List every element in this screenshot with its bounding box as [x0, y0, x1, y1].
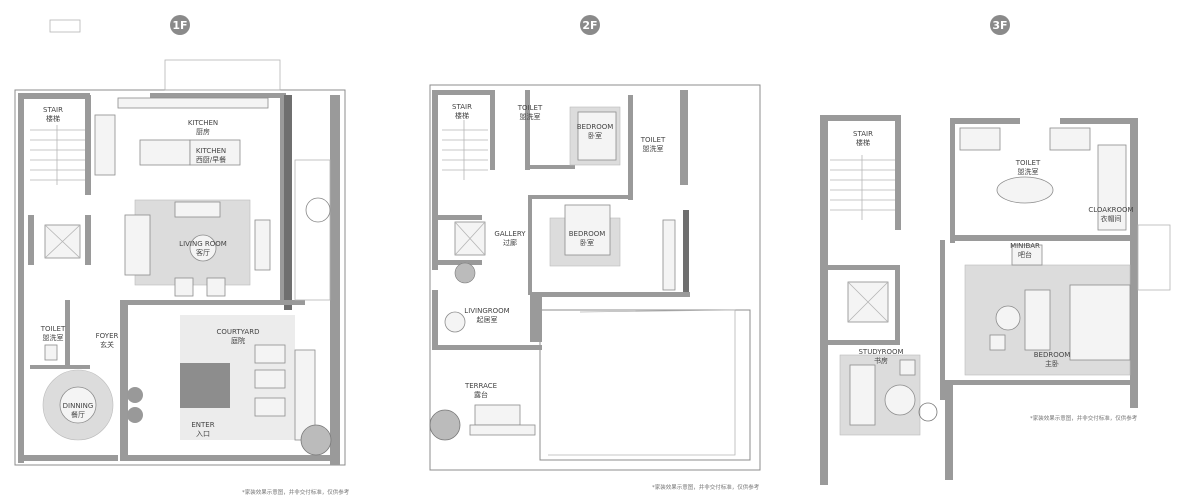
room-label: KITCHEN	[196, 147, 226, 155]
room-label: TOILET	[640, 136, 666, 144]
room-label-cn: 西厨/早餐	[196, 155, 226, 164]
room-label: STUDYROOM	[858, 348, 903, 356]
room-label: BEDROOM	[569, 230, 606, 238]
room-label-cn: 楼梯	[46, 114, 60, 123]
room-label: GALLERY	[494, 230, 526, 238]
room-label-cn: 主卧	[1045, 359, 1059, 368]
disclaimer-note: *家装效果示意图，并非交付标准，仅供参考	[242, 488, 350, 496]
floor-plan-3f: 3F	[820, 15, 1171, 485]
room-label: TOILET	[517, 104, 543, 112]
room-label: TERRACE	[464, 382, 497, 390]
disclaimer-note: *家装效果示意图，并非交付标准，仅供参考	[652, 483, 760, 491]
room-label-cn: 卧室	[588, 131, 602, 140]
disclaimer-note: *家装效果示意图，并非交付标准，仅供参考	[1030, 414, 1138, 422]
floor-plan-1f: 1F	[14, 15, 350, 496]
room-label-cn: 衣帽间	[1101, 214, 1122, 223]
svg-text:2F: 2F	[582, 19, 597, 32]
room-label: MINIBAR	[1010, 242, 1040, 250]
stair-steps	[830, 155, 895, 220]
svg-text:3F: 3F	[992, 19, 1007, 32]
room-label-cn: 书房	[874, 356, 888, 365]
floor-badge-2f: 2F	[580, 15, 600, 35]
svg-text:1F: 1F	[172, 19, 187, 32]
room-label-cn: 楼梯	[455, 111, 469, 120]
room-label-cn: 餐厅	[71, 410, 85, 419]
room-label-cn: 卧室	[580, 238, 594, 247]
room-label-cn: 露台	[474, 390, 488, 399]
room-label-cn: 入口	[196, 430, 210, 438]
room-label: TOILET	[1015, 159, 1041, 167]
room-label-cn: 盥洗室	[1018, 167, 1039, 176]
room-label-cn: 盥洗室	[643, 144, 664, 153]
room-label: BEDROOM	[577, 123, 614, 131]
room-label: CLOAKROOM	[1088, 206, 1133, 214]
room-label: STAIR	[43, 106, 63, 114]
room-label-cn: 玄关	[100, 340, 114, 349]
room-label-cn: 吧台	[1018, 250, 1032, 259]
stair-steps	[30, 125, 85, 185]
floor-badge-3f: 3F	[990, 15, 1010, 35]
room-label: COURTYARD	[217, 328, 260, 336]
room-label: LIVINGROOM	[464, 307, 509, 315]
floor-badge-1f: 1F	[170, 15, 190, 35]
room-label-cn: 厨房	[196, 127, 210, 136]
stair-steps	[442, 120, 488, 180]
floor-plan-2f: 2F ST	[429, 15, 761, 491]
room-label: STAIR	[452, 103, 472, 111]
room-label-cn: 过廊	[503, 238, 517, 247]
room-label: ENTER	[191, 421, 214, 429]
room-label-cn: 盥洗室	[43, 333, 64, 342]
room-label-cn: 起居室	[477, 315, 498, 324]
room-label: STAIR	[853, 130, 873, 138]
room-label: TOILET	[40, 325, 66, 333]
room-label: DINNING	[63, 402, 94, 410]
room-label-cn: 客厅	[196, 248, 210, 257]
room-label: KITCHEN	[188, 119, 218, 127]
courtyard-deck	[127, 315, 332, 456]
room-label: FOYER	[96, 332, 119, 340]
room-label: LIVING ROOM	[179, 240, 227, 248]
room-label-cn: 楼梯	[856, 138, 870, 147]
room-label: BEDROOM	[1034, 351, 1071, 359]
room-label-cn: 庭院	[231, 336, 245, 345]
room-label-cn: 盥洗室	[520, 112, 541, 121]
